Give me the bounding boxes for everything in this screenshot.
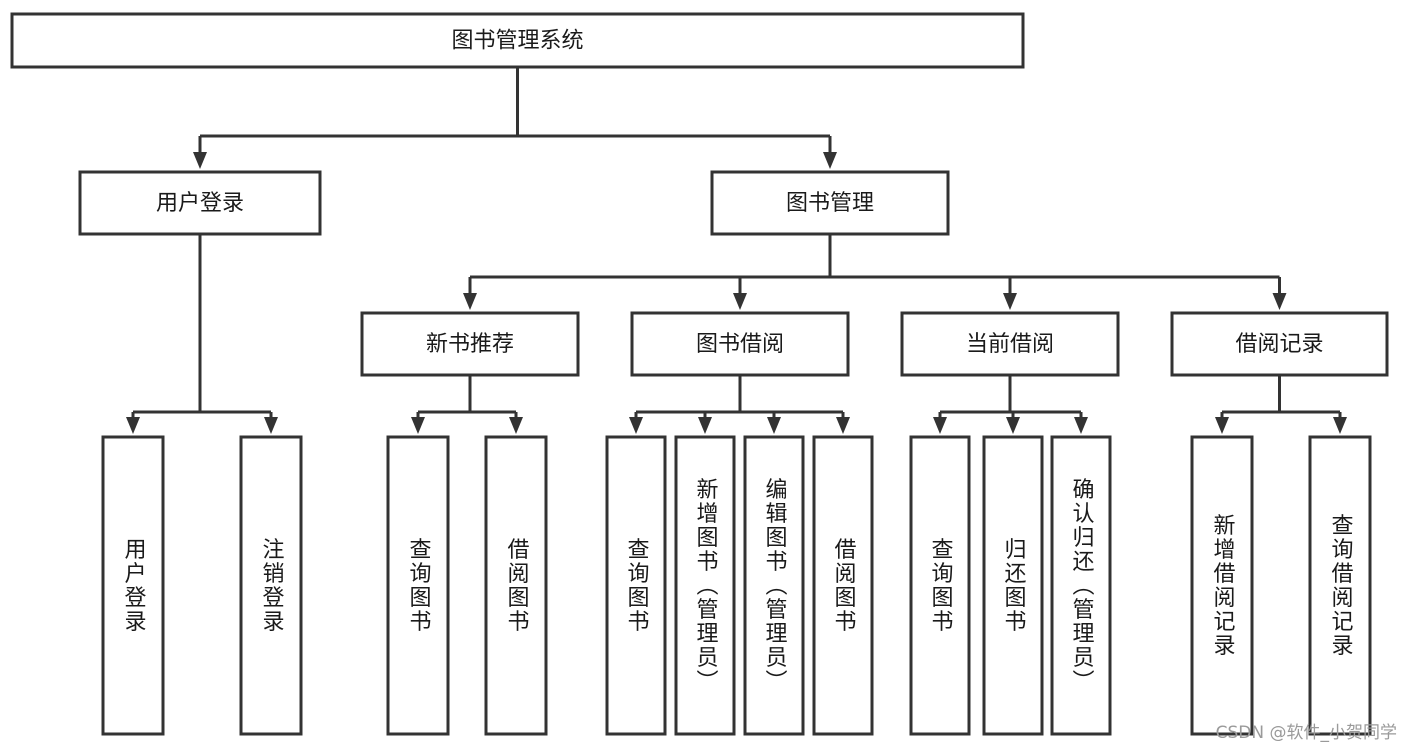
node-user-login-label: 用户登录 — [156, 191, 244, 216]
node-leaf-user-login-label: 用户登录 — [121, 538, 147, 634]
root-arrow-0 — [193, 152, 207, 169]
node-leaf-bb-borrow-book-label: 借阅图书 — [831, 538, 857, 634]
book-manage-arrow-0 — [463, 293, 477, 310]
node-leaf-br-add-record-label: 新增借阅记录 — [1210, 514, 1236, 658]
node-leaf-user-login-box[interactable] — [101, 435, 165, 736]
node-leaf-user-logout-label: 注销登录 — [259, 538, 285, 634]
node-leaf-cb-confirm-return[interactable]: 确认归还（管理员） — [1050, 435, 1112, 736]
node-leaf-br-query-record-box[interactable] — [1308, 435, 1372, 736]
node-leaf-bb-query-book[interactable]: 查询图书 — [605, 435, 667, 736]
book-borrow-leaves-arrow-3 — [836, 417, 850, 434]
node-current-borrow[interactable]: 当前借阅 — [900, 311, 1120, 377]
node-leaf-rec-borrow-book-box[interactable] — [484, 435, 548, 736]
node-leaf-rec-borrow-book[interactable]: 借阅图书 — [484, 435, 548, 736]
current-borrow-leaves-arrow-0 — [933, 417, 947, 434]
node-leaf-rec-query-book-box[interactable] — [386, 435, 450, 736]
book-manage-arrow-3 — [1272, 293, 1287, 310]
node-book-manage-box[interactable] — [710, 170, 950, 236]
node-root-label: 图书管理系统 — [451, 29, 583, 54]
node-leaf-bb-borrow-book[interactable]: 借阅图书 — [812, 435, 874, 736]
user-login-leaves-arrow-1 — [264, 417, 278, 434]
node-leaf-bb-edit-book-label: 编辑图书（管理员） — [762, 478, 788, 694]
node-leaf-br-add-record[interactable]: 新增借阅记录 — [1190, 435, 1254, 736]
node-book-manage[interactable]: 图书管理 — [710, 170, 950, 236]
node-book-borrow[interactable]: 图书借阅 — [630, 311, 850, 377]
node-leaf-br-query-record-label: 查询借阅记录 — [1328, 514, 1354, 658]
root-arrow-1 — [823, 152, 837, 169]
book-borrow-leaves-arrow-2 — [767, 417, 781, 434]
node-leaf-cb-return-book-box[interactable] — [982, 435, 1044, 736]
node-user-login-box[interactable] — [78, 170, 322, 236]
node-leaf-rec-query-book[interactable]: 查询图书 — [386, 435, 450, 736]
node-leaf-cb-query-book-label: 查询图书 — [928, 538, 954, 634]
node-leaf-cb-confirm-return-label: 确认归还（管理员） — [1069, 478, 1095, 694]
node-leaf-user-logout-box[interactable] — [239, 435, 303, 736]
node-leaf-bb-add-book-label: 新增图书（管理员） — [693, 478, 719, 694]
node-leaf-cb-confirm-return-box[interactable] — [1050, 435, 1112, 736]
node-book-manage-label: 图书管理 — [786, 191, 874, 216]
current-borrow-leaves-arrow-2 — [1074, 417, 1088, 434]
node-new-book-rec-box[interactable] — [360, 311, 580, 377]
node-leaf-rec-borrow-book-label: 借阅图书 — [504, 538, 530, 634]
current-borrow-leaves-arrow-1 — [1006, 417, 1020, 434]
node-root[interactable]: 图书管理系统 — [10, 12, 1025, 69]
node-leaf-bb-edit-book[interactable]: 编辑图书（管理员） — [743, 435, 805, 736]
node-leaf-bb-edit-book-box[interactable] — [743, 435, 805, 736]
node-leaf-bb-borrow-book-box[interactable] — [812, 435, 874, 736]
borrow-record-leaves-arrow-1 — [1333, 417, 1347, 434]
nodes-layer: 图书管理系统用户登录图书管理新书推荐图书借阅当前借阅借阅记录用户登录注销登录查询… — [10, 12, 1389, 736]
node-new-book-rec-label: 新书推荐 — [426, 332, 514, 357]
connector-lines — [126, 67, 1347, 434]
node-leaf-rec-query-book-label: 查询图书 — [406, 538, 432, 634]
node-borrow-record-label: 借阅记录 — [1235, 332, 1323, 357]
node-leaf-cb-query-book-box[interactable] — [909, 435, 971, 736]
new-book-rec-leaves-arrow-0 — [411, 417, 425, 434]
node-leaf-cb-return-book[interactable]: 归还图书 — [982, 435, 1044, 736]
node-user-login[interactable]: 用户登录 — [78, 170, 322, 236]
book-borrow-leaves-arrow-1 — [698, 417, 712, 434]
borrow-record-leaves-arrow-0 — [1215, 417, 1229, 434]
node-leaf-user-logout[interactable]: 注销登录 — [239, 435, 303, 736]
node-new-book-rec[interactable]: 新书推荐 — [360, 311, 580, 377]
node-book-borrow-label: 图书借阅 — [696, 332, 784, 357]
node-current-borrow-box[interactable] — [900, 311, 1120, 377]
node-book-borrow-box[interactable] — [630, 311, 850, 377]
node-leaf-br-add-record-box[interactable] — [1190, 435, 1254, 736]
book-borrow-leaves-arrow-0 — [629, 417, 643, 434]
new-book-rec-leaves-arrow-1 — [509, 417, 523, 434]
node-leaf-bb-query-book-label: 查询图书 — [624, 538, 650, 634]
book-manage-arrow-1 — [733, 293, 747, 310]
user-login-leaves-arrow-0 — [126, 417, 140, 434]
node-leaf-cb-query-book[interactable]: 查询图书 — [909, 435, 971, 736]
node-borrow-record-box[interactable] — [1170, 311, 1389, 377]
node-leaf-cb-return-book-label: 归还图书 — [1001, 538, 1027, 634]
book-manage-arrow-2 — [1003, 293, 1017, 310]
node-leaf-bb-add-book[interactable]: 新增图书（管理员） — [674, 435, 736, 736]
node-root-box[interactable] — [10, 12, 1025, 69]
node-leaf-bb-add-book-box[interactable] — [674, 435, 736, 736]
node-leaf-user-login[interactable]: 用户登录 — [101, 435, 165, 736]
node-borrow-record[interactable]: 借阅记录 — [1170, 311, 1389, 377]
node-leaf-bb-query-book-box[interactable] — [605, 435, 667, 736]
node-current-borrow-label: 当前借阅 — [966, 332, 1054, 357]
node-leaf-br-query-record[interactable]: 查询借阅记录 — [1308, 435, 1372, 736]
